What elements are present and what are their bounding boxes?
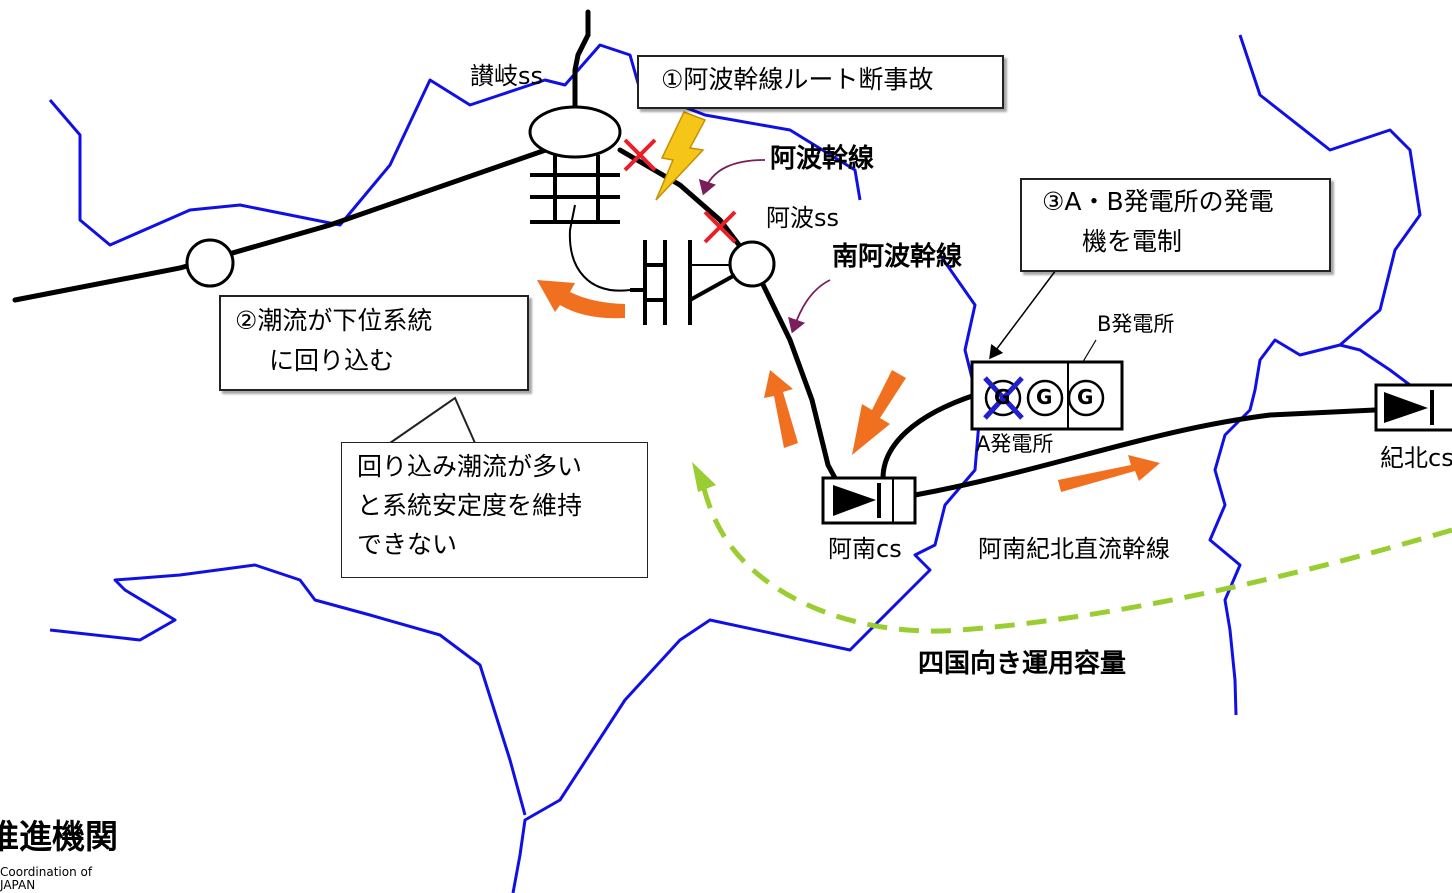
coastline-east-a [1208, 34, 1422, 716]
logo-main-text: 推進機関 [0, 817, 118, 856]
minami-awa-pointer [788, 279, 831, 334]
event3-pointer [989, 269, 1057, 360]
note-box: 回り込み潮流が多い と系統安定度を維持 できない [341, 442, 648, 578]
coastline-north [48, 43, 862, 247]
note-text-line2: と系統安定度を維持 [357, 491, 583, 520]
coastline-south [49, 563, 527, 816]
event3-box: ③A・B発電所の発電 機を電制 [1020, 178, 1331, 272]
a-plant-tie [880, 392, 978, 481]
a-plant-label: A発電所 [976, 432, 1054, 456]
shikoku-capacity-label: 四国向き運用容量 [918, 649, 1127, 679]
event2-box: ②潮流が下位系統 に回り込む [219, 295, 529, 391]
north-feeder [572, 9, 591, 111]
awa-trunk-label: 阿波幹線 [770, 144, 875, 174]
reverse-flow-arrow [537, 280, 625, 319]
event3-text-line1: ③A・B発電所の発電 [1042, 187, 1274, 216]
awa-transformer-symbol [630, 240, 736, 325]
capacity-arrow-head [692, 462, 716, 492]
sanuki-ss-node [528, 105, 622, 159]
lower-system-loop [568, 204, 631, 292]
b-plant-label: B発電所 [1097, 312, 1175, 336]
flow-arrows [537, 280, 1160, 492]
generator-a1-label: G [994, 385, 1011, 409]
anan-kihoku-dc-label: 阿南紀北直流幹線 [978, 535, 1170, 563]
lightning-bolt-icon [655, 111, 707, 201]
west-trunk-line [12, 142, 563, 303]
event1-text: ①阿波幹線ルート断事故 [661, 65, 934, 94]
generator-b-label: G [1077, 385, 1094, 409]
awa-trunk-pointer [698, 159, 766, 196]
anan-cs-label: 阿南cs [828, 535, 902, 563]
sanuki-ss-label: 讃岐ss [470, 62, 544, 90]
awa-ss-node [728, 240, 776, 288]
shikoku-capacity-arrow [697, 471, 1452, 634]
anan-cs-symbol [821, 476, 917, 525]
kihoku-cs-label: 紀北cs [1380, 444, 1452, 472]
west-node [185, 238, 235, 288]
kihoku-cs-symbol [1374, 383, 1452, 432]
minami-awa-trunk-line [749, 259, 838, 481]
generator-a2-label: G [1036, 385, 1053, 409]
dc-trunk-line [912, 407, 1378, 498]
event2-text-line2: に回り込む [269, 346, 395, 375]
logo-sub-line2: JAPAN [0, 878, 36, 892]
dc-flow-arrow [1058, 455, 1160, 492]
note-text-line3: できない [357, 530, 458, 559]
event3-text-line2: 機を電制 [1082, 227, 1183, 256]
minami-awa-flow-arrow [764, 370, 798, 448]
logo-sub-line1: Coordination of [0, 865, 93, 879]
note-callout-tail [389, 396, 476, 444]
coastline-group [48, 34, 1431, 893]
fault-cross-2 [703, 210, 737, 244]
generator-trip-cross [983, 376, 1024, 420]
sanuki-transformer-symbol [530, 155, 620, 224]
minami-awa-trunk-label: 南阿波幹線 [832, 242, 963, 272]
fault-cross-1 [623, 138, 657, 172]
generator-box [970, 360, 1124, 431]
a-plant-flow-arrow [852, 370, 906, 455]
note-text-line1: 回り込み潮流が多い [357, 452, 583, 481]
event2-text-line1: ②潮流が下位系統 [235, 306, 433, 335]
event1-box: ①阿波幹線ルート断事故 [637, 55, 1004, 109]
awa-ss-label: 阿波ss [766, 204, 840, 232]
